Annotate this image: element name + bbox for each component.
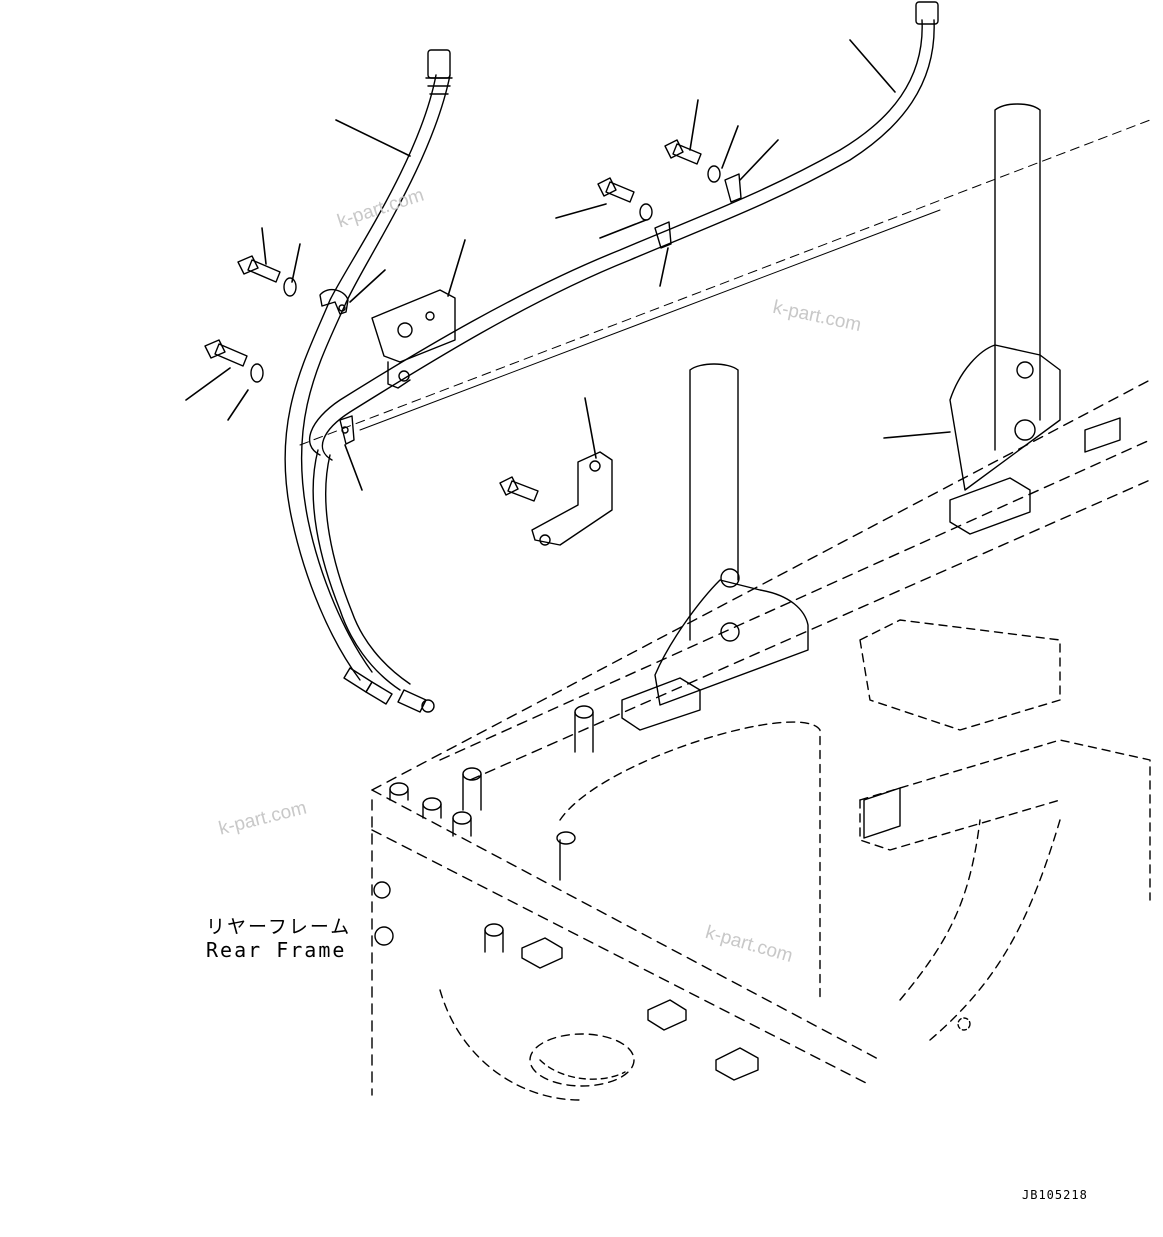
rear-frame-label-english: Rear Frame (206, 938, 347, 962)
hose-left (284, 49, 453, 713)
vertical-posts (689, 103, 1041, 641)
bolts-washers (204, 139, 721, 502)
frame-fittings (373, 705, 901, 1081)
leader-lines (185, 39, 951, 491)
hose-right (309, 1, 939, 461)
brackets (371, 289, 613, 546)
clamp-parts (319, 173, 742, 445)
drawing-code: JB105218 (1022, 1188, 1088, 1202)
rear-frame (371, 379, 1151, 1101)
support-bases (621, 344, 1121, 731)
rear-frame-label-japanese: リヤーフレーム (206, 916, 352, 938)
